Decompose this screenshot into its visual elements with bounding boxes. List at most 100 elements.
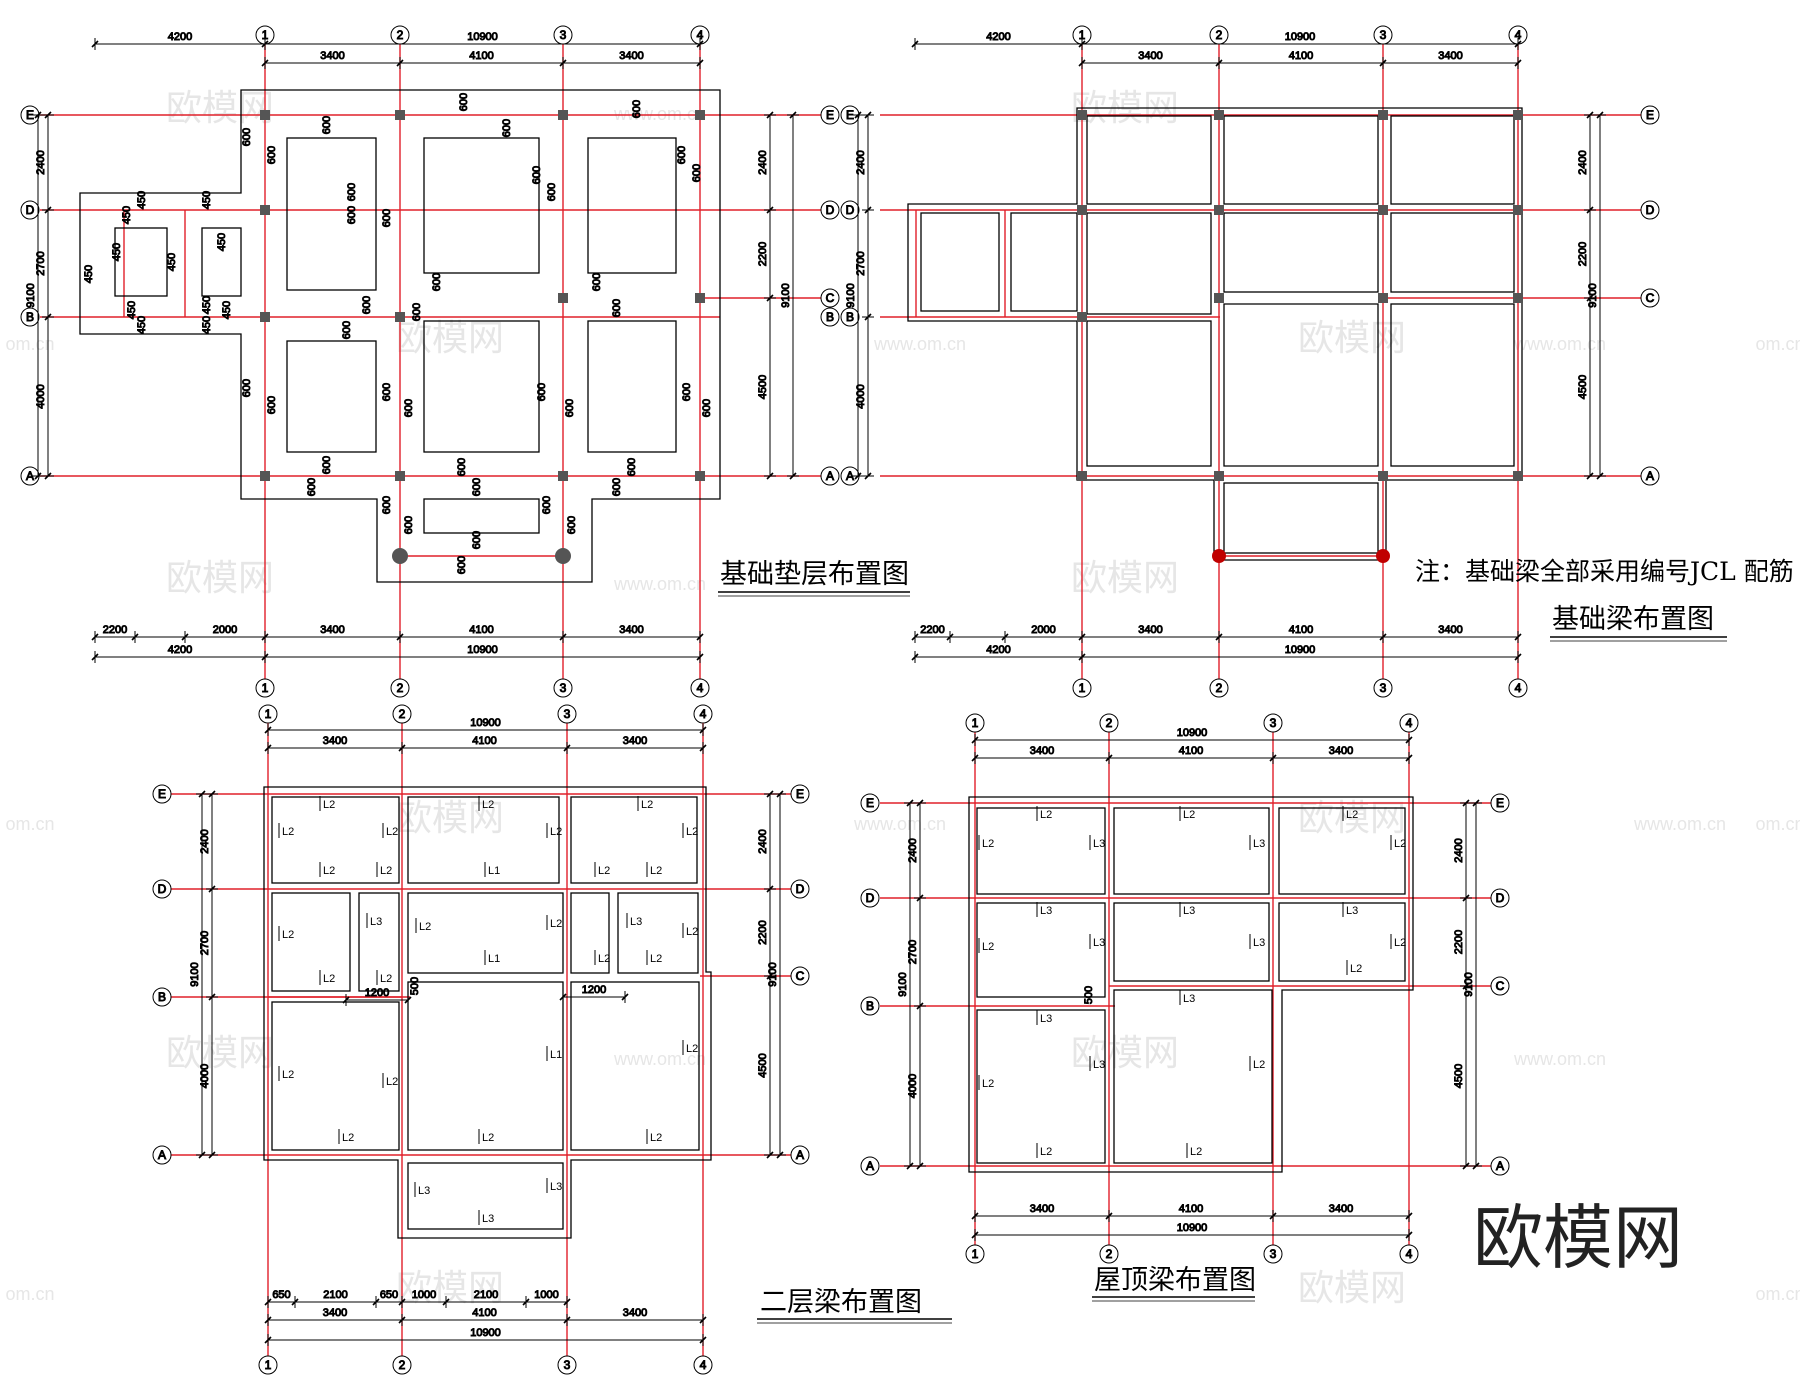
axis-bubble-col-4	[1399, 1244, 1419, 1264]
pad-dim-label: 600	[346, 183, 358, 201]
beam-mark-l2: L2	[1394, 838, 1406, 850]
axis-bubble-col-3-label: 3	[564, 707, 571, 721]
axis-bubble-col-4-label: 4	[700, 1358, 707, 1372]
beam-bay	[570, 892, 610, 974]
axis-bubble-row-B	[152, 987, 172, 1007]
beam-mark-l2: L2	[386, 1076, 398, 1088]
axis-bubble-row-D	[840, 200, 860, 220]
beam-mark-l2: L2	[598, 865, 610, 877]
axis-bubble-row-A	[860, 1156, 880, 1176]
dim-label: 1200	[365, 987, 389, 999]
pad-dim-label: 600	[241, 379, 253, 397]
axis-bubble-col-4-label: 4	[697, 681, 704, 695]
axis-bubble-col-2-label: 2	[1216, 28, 1223, 42]
watermark-url: om.cn	[1755, 334, 1800, 354]
axis-bubble-col-4	[693, 1355, 713, 1375]
beam-bay	[407, 981, 564, 1151]
watermark-url: www.om.cn	[1513, 1049, 1606, 1069]
axis-bubble-row-B	[860, 996, 880, 1016]
dim-label: 2200	[920, 624, 944, 636]
dim-label: 2400	[757, 829, 769, 853]
beam-mark-l2: L2	[1190, 1146, 1202, 1158]
axis-bubble-col-3-label: 3	[1270, 716, 1277, 730]
beam-mark-l2: L2	[982, 941, 994, 953]
column-marker	[695, 293, 705, 303]
axis-bubble-row-C-label: C	[1496, 979, 1505, 993]
axis-bubble-row-E-label: E	[846, 108, 854, 122]
axis-bubble-col-2-label: 2	[397, 681, 404, 695]
pad-dim-label: 600	[241, 128, 253, 146]
dim-label: 2200	[1577, 242, 1589, 266]
dim-label: 10900	[470, 717, 501, 729]
axis-bubble-row-C	[790, 966, 810, 986]
beam-bay	[976, 1009, 1106, 1164]
axis-bubble-col-2-label: 2	[399, 1358, 406, 1372]
axis-bubble-col-4-label: 4	[700, 707, 707, 721]
axis-bubble-row-E-label: E	[26, 108, 34, 122]
watermark-url: om.cn	[5, 334, 54, 354]
watermark-brand: 欧模网	[1071, 558, 1179, 599]
beam-mark-l3: L3	[418, 1185, 430, 1197]
dim-label: 10900	[467, 31, 498, 43]
beam-bay	[1223, 303, 1379, 467]
dim-label: 4000	[855, 384, 867, 408]
axis-bubble-col-1	[965, 1244, 985, 1264]
beam-bay	[1390, 115, 1515, 205]
dim-label: 9100	[780, 283, 792, 307]
axis-bubble-row-B-label: B	[826, 310, 834, 324]
beam-mark-l2: L2	[282, 929, 294, 941]
pad-dim-label: 450	[166, 253, 178, 271]
axis-bubble-col-4-label: 4	[697, 28, 704, 42]
pad-dim-label: 600	[631, 100, 643, 118]
axis-bubble-row-C	[1490, 976, 1510, 996]
dim-label: 4200	[986, 31, 1010, 43]
axis-bubble-col-3	[557, 704, 577, 724]
watermark-brand: 欧模网	[1298, 318, 1406, 359]
watermark-brand: 欧模网	[166, 1033, 274, 1074]
second-floor-plan-title: 二层梁布置图	[760, 1287, 922, 1318]
pad-dim-label: 600	[381, 209, 393, 227]
axis-bubble-col-4	[1399, 713, 1419, 733]
dim-label: 2400	[855, 150, 867, 174]
axis-bubble-row-A-label: A	[1496, 1159, 1504, 1173]
axis-bubble-row-D	[860, 888, 880, 908]
beam-mark-l2: L2	[650, 865, 662, 877]
axis-bubble-row-B-label: B	[26, 310, 34, 324]
pad-dim-label: 600	[346, 206, 358, 224]
beam-mark-l3: L3	[1040, 905, 1052, 917]
axis-bubble-col-2-label: 2	[1216, 681, 1223, 695]
axis-bubble-row-D-label: D	[866, 891, 875, 905]
column-marker	[1077, 471, 1087, 481]
dim-label: 9100	[845, 283, 857, 307]
beam-outline	[263, 786, 712, 1239]
watermark-brand: 欧模网	[396, 318, 504, 359]
dim-label: 3400	[323, 735, 347, 747]
beam-bay	[570, 796, 698, 884]
dim-label: 10900	[1285, 644, 1316, 656]
pad-dim-label: 600	[411, 303, 423, 321]
beam-mark-l2: L2	[380, 865, 392, 877]
beam-bay	[1223, 115, 1379, 205]
beam-mark-l2: L2	[1040, 1146, 1052, 1158]
column-marker	[558, 293, 568, 303]
pad-dim-label: 600	[701, 399, 713, 417]
beam-mark-l3: L3	[1253, 838, 1265, 850]
dim-label: 4100	[1179, 1203, 1203, 1215]
pad-dim-label: 600	[456, 458, 468, 476]
beam-bay	[1390, 212, 1515, 293]
axis-bubble-col-3-label: 3	[1380, 28, 1387, 42]
dim-label: 10900	[467, 644, 498, 656]
cushion-plan-title: 基础垫层布置图	[720, 559, 909, 590]
axis-bubble-row-A	[152, 1145, 172, 1165]
axis-bubble-col-2	[1099, 713, 1119, 733]
column-marker	[1214, 471, 1224, 481]
dim-label: 4200	[168, 31, 192, 43]
axis-bubble-col-2-label: 2	[1106, 1247, 1113, 1261]
beam-mark-l2: L2	[386, 826, 398, 838]
column-marker	[1077, 205, 1087, 215]
dim-label: 3400	[1329, 1203, 1353, 1215]
dim-label: 4100	[472, 1307, 496, 1319]
axis-bubble-row-E-label: E	[1646, 108, 1654, 122]
column-marker	[1376, 549, 1390, 563]
watermark-url: www.om.cn	[853, 814, 946, 834]
